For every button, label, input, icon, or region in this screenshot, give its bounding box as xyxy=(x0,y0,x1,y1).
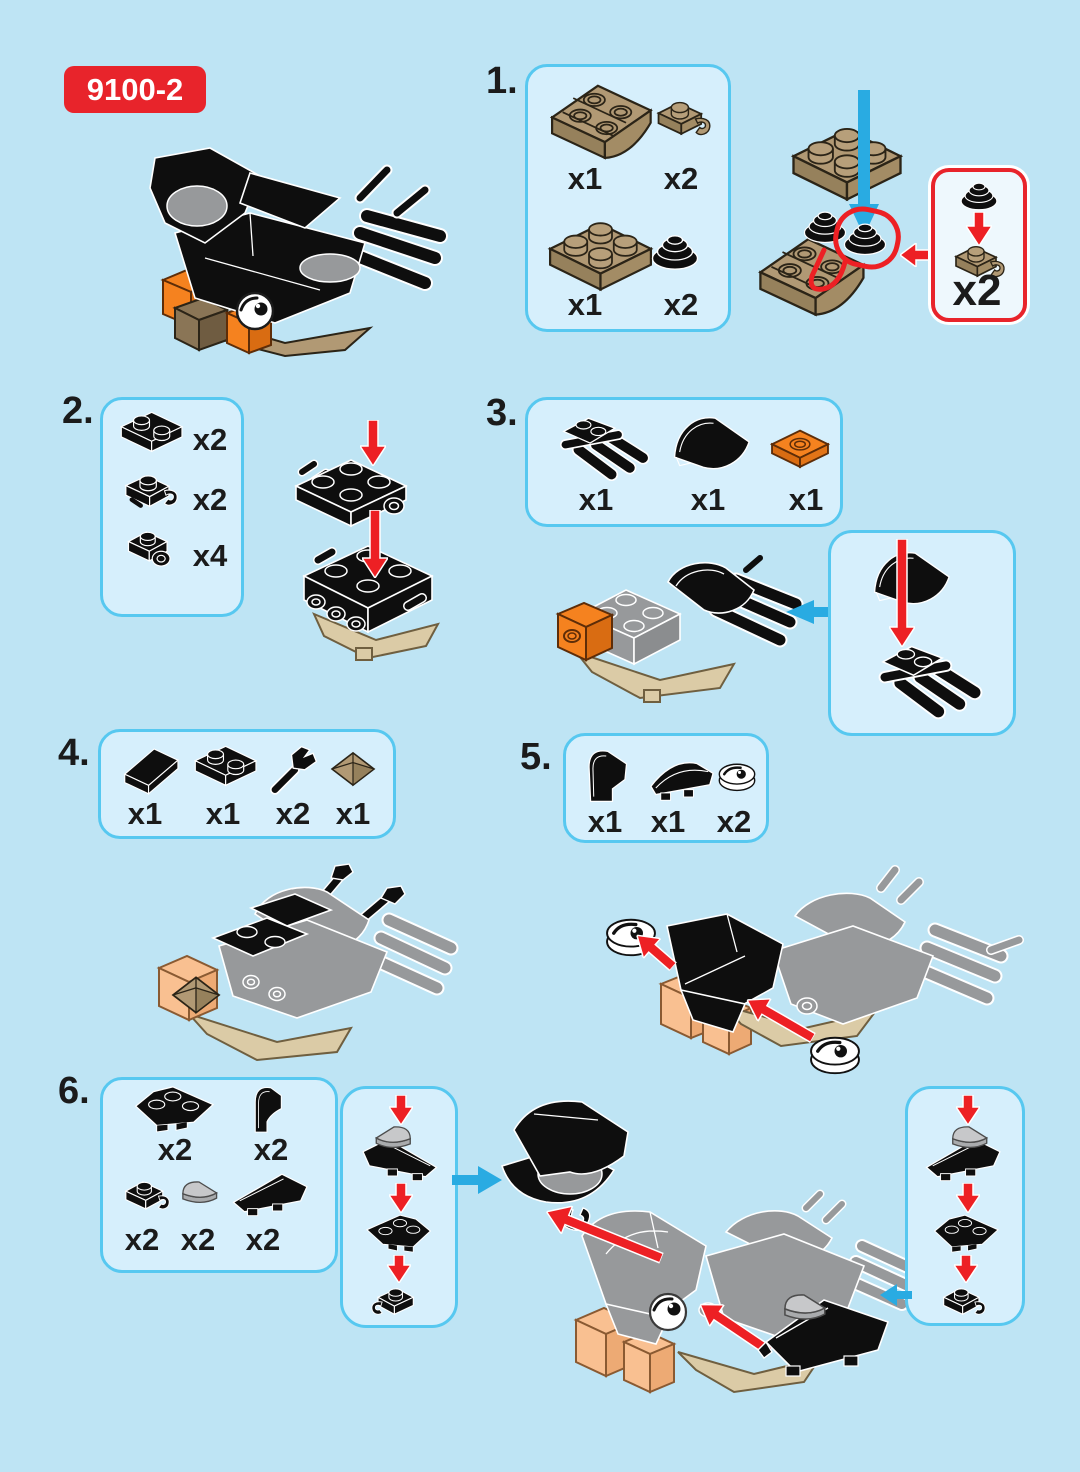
qty-label: x4 xyxy=(192,538,228,573)
qty-label: x1 xyxy=(567,287,603,322)
qty-label: x1 xyxy=(567,161,603,196)
step-3-number: 3. xyxy=(486,392,518,434)
red-arrow-down xyxy=(389,1183,413,1213)
red-arrow-to-eye xyxy=(745,997,817,1044)
qty-label: x1 xyxy=(335,796,371,831)
wedge-slope-black-icon xyxy=(232,1173,308,1217)
step-5-parts-panel: x1 x1 x2 xyxy=(563,733,769,843)
wing-tip-subassembly xyxy=(925,1126,1001,1182)
bar-clip-black-icon xyxy=(265,740,323,798)
step-1-assembly xyxy=(759,206,901,316)
step-1-callout: x2 xyxy=(931,168,1027,322)
step-6-right-callout xyxy=(905,1086,1025,1326)
step-3-parts-panel: x1 x1 x1 xyxy=(525,397,843,527)
qty-label: x1 xyxy=(587,804,623,839)
wedge-plate-black-icon xyxy=(934,1214,999,1253)
pyramid-tile-tan-icon xyxy=(331,751,375,787)
blue-arrow-down xyxy=(849,90,879,236)
red-arrow-down xyxy=(956,1183,980,1213)
step-1-number: 1. xyxy=(486,60,518,102)
qty-label: x1 xyxy=(788,482,824,517)
qty-label: x2 xyxy=(157,1132,193,1167)
eye-tile-white-icon xyxy=(718,762,756,792)
quarter-tile-gray-icon xyxy=(182,1181,218,1204)
red-arrow-down xyxy=(360,420,386,466)
curved-slope-small-black-icon xyxy=(254,1086,282,1133)
qty-label: x1 xyxy=(205,796,241,831)
curved-slope-black-icon xyxy=(673,416,750,470)
blue-arrow-left xyxy=(786,600,868,624)
step-6-left-callout xyxy=(340,1086,458,1328)
step-3-callout xyxy=(828,530,1016,736)
step-1-parts-panel: x1 x2 x1 x2 xyxy=(525,64,731,332)
plate-1x2-black-icon xyxy=(194,745,257,786)
red-arrow-down xyxy=(387,1255,411,1283)
qty-label: x2 xyxy=(192,422,228,457)
step-4-parts-panel: x1 x1 x2 x1 xyxy=(98,729,396,839)
clip-plate-small-black-icon xyxy=(125,1181,170,1210)
red-arrow-down xyxy=(954,1255,978,1283)
qty-label: x2 xyxy=(180,1222,216,1257)
step-4-number: 4. xyxy=(58,732,90,774)
qty-label: x2 xyxy=(663,287,699,322)
clip-plate-small-black-icon xyxy=(371,1287,414,1315)
qty-label: x2 xyxy=(245,1222,281,1257)
qty-label: x1 xyxy=(578,482,614,517)
qty-label: x2 xyxy=(716,804,752,839)
qty-label: x1 xyxy=(650,804,686,839)
wing-tip-subassembly xyxy=(362,1126,438,1182)
qty-label: x2 xyxy=(124,1222,160,1257)
blue-arrow-right xyxy=(452,1166,502,1194)
slope-black-icon xyxy=(124,748,179,795)
round-plate-black-icon xyxy=(651,235,699,270)
step-6-wing-subassembly xyxy=(757,1294,890,1377)
callout-qty-label: x2 xyxy=(952,266,1002,315)
clip-plate-tan-icon xyxy=(657,101,711,136)
red-arrow-to-head-clip xyxy=(545,1205,665,1264)
step-4-assembly xyxy=(156,863,459,1062)
qty-label: x2 xyxy=(663,161,699,196)
step-2-number: 2. xyxy=(62,390,94,432)
step-3-assembly xyxy=(555,555,804,703)
red-arrow-down xyxy=(889,539,915,647)
socket-plate-black-icon xyxy=(127,531,171,567)
finished-model-illustration xyxy=(149,147,448,358)
curved-wedge-right-black-icon xyxy=(650,762,714,801)
clip-plate-black-icon xyxy=(117,464,183,516)
red-arrow-down xyxy=(362,510,388,578)
red-arrow-to-eye xyxy=(635,934,678,972)
jumper-plate-orange-icon xyxy=(771,429,829,468)
step-6-parts-panel: x2 x2 x2 x2 x2 xyxy=(100,1077,338,1273)
step-5-assembly xyxy=(605,865,1024,1075)
set-number-badge: 9100-2 xyxy=(64,66,206,113)
feather-piece-black-icon xyxy=(859,637,991,725)
qty-label: x1 xyxy=(690,482,726,517)
qty-label: x1 xyxy=(127,796,163,831)
plate-1x2-black-icon xyxy=(120,411,183,452)
set-number: 9100-2 xyxy=(86,71,184,107)
qty-label: x2 xyxy=(253,1132,289,1167)
curved-wedge-left-black-icon xyxy=(588,750,628,802)
step-1-plate-top xyxy=(792,127,902,201)
step-5-number: 5. xyxy=(520,736,552,778)
blue-arrow-left xyxy=(880,1284,912,1306)
step-6-number: 6. xyxy=(58,1070,90,1112)
wedge-plate-black-icon xyxy=(366,1214,431,1253)
red-arrow-down xyxy=(956,1095,980,1125)
step-2-parts-panel: x2 x2 x4 xyxy=(100,397,244,617)
inverted-slope-tan-icon xyxy=(550,84,652,160)
round-plate-black-icon xyxy=(960,182,998,211)
qty-label: x2 xyxy=(275,796,311,831)
qty-label: x2 xyxy=(192,482,228,517)
red-arrow-down xyxy=(389,1095,413,1125)
step-6-head-subassembly xyxy=(500,1100,629,1232)
feather-piece-black-icon xyxy=(544,410,656,486)
step-2-subassembly xyxy=(294,459,408,528)
red-arrow-down xyxy=(966,212,992,246)
step-2-assembly xyxy=(302,545,440,661)
clip-plate-small-black-icon xyxy=(943,1287,986,1315)
